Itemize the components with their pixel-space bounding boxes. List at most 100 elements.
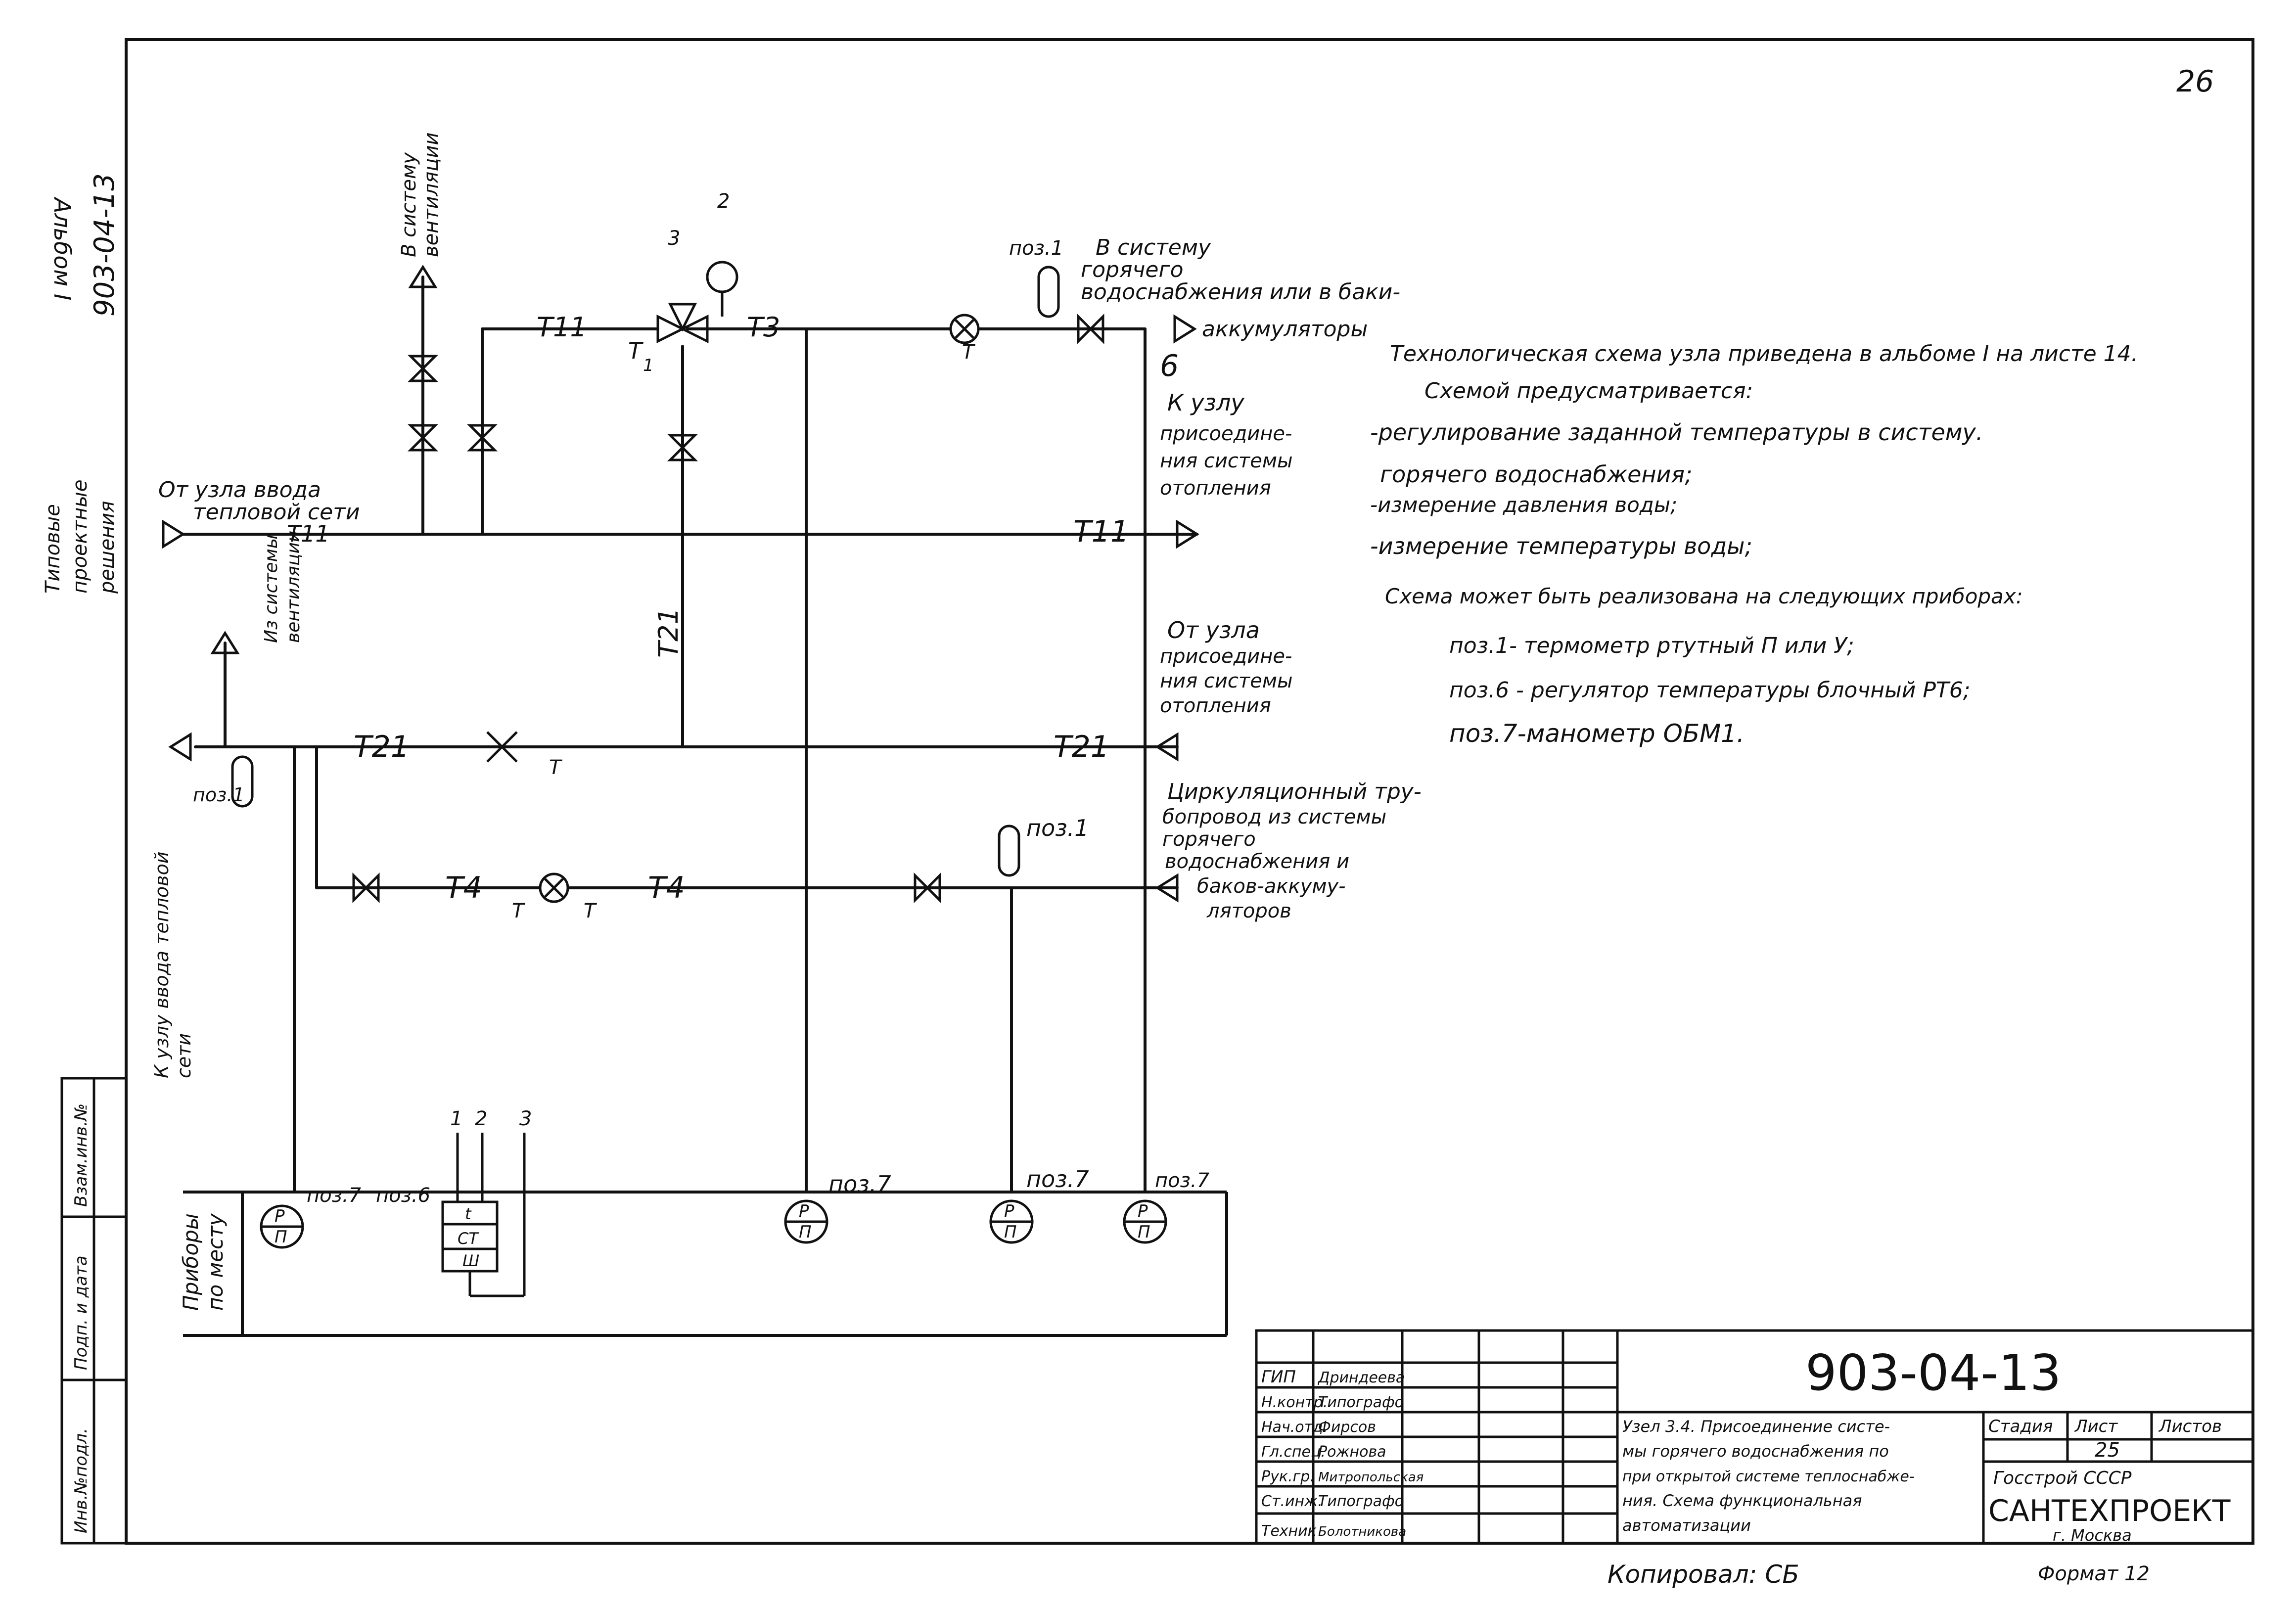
pipe-t-meter-2b: T [584, 900, 597, 922]
sheet-label: Лист [2074, 1417, 2118, 1436]
note-3: горячего водоснабжения; [1380, 461, 1693, 488]
note-8: поз.6 - регулятор температуры блочный РТ… [1449, 678, 1971, 703]
title-block [1255, 1329, 2254, 1545]
stamp-replace: Взам.инв.№ [71, 1103, 91, 1207]
side-subtitle-3: решения [96, 501, 119, 594]
pipe-t-sub-1-idx: 1 [643, 356, 654, 375]
side-subtitle-2: проектные [69, 480, 92, 594]
org-2: САНТЕХПРОЕКТ [1988, 1494, 2231, 1528]
pipe-t21-right: T21 [1054, 730, 1109, 764]
pipe-t21-vertical: T21 [653, 607, 684, 658]
desc-0: Узел 3.4. Присоединение систе- [1622, 1417, 1890, 1436]
gauge-3-top: P [1004, 1201, 1014, 1221]
label-to-heating-4: отопления [1160, 477, 1271, 500]
pipe-t11-right: T11 [1073, 514, 1129, 549]
panel-title-2: по месту [203, 1213, 228, 1311]
pressure-gauges [260, 1199, 1167, 1249]
label-n2-top: 2 [717, 190, 730, 213]
name-2: Фирсов [1318, 1419, 1376, 1436]
pipe-network [182, 275, 1198, 1194]
desc-2: при открытой системе теплоснабже- [1622, 1468, 1915, 1485]
reg-n2: 2 [475, 1107, 487, 1130]
gauge-3-bot: П [1004, 1222, 1017, 1242]
desc-3: ния. Схема функциональная [1622, 1491, 1862, 1510]
label-to-input-2: сети [173, 1033, 195, 1078]
side-project-code: 903-04-13 [89, 173, 121, 317]
note-5: -измерение температуры воды; [1370, 533, 1752, 559]
pipe-t11-top: T11 [537, 312, 587, 343]
panel-title-1: Приборы [179, 1213, 203, 1311]
label-to-heating-1: К узлу [1167, 389, 1244, 416]
label-hot-water-4: аккумуляторы [1202, 317, 1368, 342]
label-circ-2: бопровод из системы [1162, 806, 1386, 828]
label-from-heat-1: От узла ввода [158, 477, 321, 503]
label-to-input-1: К узлу ввода тепловой [151, 851, 173, 1078]
label-to-heating-2: присоедине- [1160, 422, 1292, 445]
role-1: Н.контр. [1261, 1394, 1328, 1411]
role-3: Гл.спец. [1261, 1443, 1326, 1461]
label-circ-4: водоснабжения и [1165, 850, 1349, 873]
temperature-regulator [441, 1133, 526, 1297]
note-7: поз.1- термометр ртутный П или У; [1449, 633, 1854, 658]
drawing-frame [125, 38, 2254, 1545]
panel-pos7-b: поз.7 [828, 1171, 891, 1197]
panel-pos7-c: поз.7 [1026, 1166, 1089, 1193]
gauge-4-bot: П [1138, 1222, 1150, 1242]
pipe-t21-left: T21 [354, 730, 410, 764]
thermometers [231, 261, 1060, 877]
pipe-t4-right: T4 [648, 871, 685, 905]
stage-label: Стадия [1988, 1417, 2053, 1436]
desc-4: автоматизации [1622, 1516, 1751, 1535]
sheet-value: 25 [2095, 1439, 2120, 1462]
label-to-heating-3: ния системы [1160, 450, 1293, 472]
label-from-heating-2: присоедине- [1160, 645, 1292, 668]
valves [352, 303, 1104, 904]
org-1: Госстрой СССР [1993, 1468, 2132, 1488]
reg-bot: Ш [462, 1251, 479, 1270]
page-number: 26 [2176, 64, 2214, 99]
label-from-vent-2: вентиляции [283, 531, 304, 643]
name-3: Рожнова [1318, 1443, 1386, 1461]
label-pos1-left: поз.1 [193, 784, 245, 806]
label-circ-6: ляторов [1206, 900, 1291, 922]
label-circ-1: Циркуляционный тру- [1167, 779, 1422, 804]
reg-n3: 3 [519, 1107, 532, 1130]
footer-format: Формат 12 [2038, 1562, 2150, 1585]
gauge-2-top: P [799, 1201, 809, 1221]
pipe-t-meter-2a: T [512, 900, 526, 922]
label-from-vent-1: Из системы [261, 535, 281, 643]
pipe-t-sub-1: T [628, 337, 644, 364]
album-label: Альбом I [49, 196, 76, 300]
footer-copied: Копировал: СБ [1607, 1560, 1799, 1589]
label-pos1-top: поз.1 [1009, 237, 1063, 260]
org-3: г. Москва [2053, 1526, 2132, 1545]
name-5: Типографо [1318, 1493, 1404, 1510]
gauge-4-top: P [1138, 1201, 1148, 1221]
panel-pos7-d: поз.7 [1155, 1169, 1210, 1192]
role-2: Нач.отд. [1261, 1419, 1328, 1436]
label-circ-5: баков-аккуму- [1197, 875, 1346, 898]
title-code: 903-04-13 [1805, 1344, 2062, 1402]
left-stamp [60, 1077, 128, 1545]
instrument-panel [183, 1191, 1228, 1337]
note-9: поз.7-манометр ОБМ1. [1449, 719, 1745, 748]
name-0: Дриндеева [1317, 1369, 1405, 1386]
label-pos1-mid: поз.1 [1026, 815, 1089, 841]
role-5: Ст.инж. [1261, 1493, 1323, 1510]
sheets-label: Листов [2158, 1417, 2222, 1436]
role-0: ГИП [1261, 1367, 1296, 1387]
note-2: -регулирование заданной температуры в си… [1370, 419, 1983, 446]
desc-1: мы горячего водоснабжения по [1622, 1442, 1889, 1461]
label-from-heat-2: тепловой сети [193, 500, 360, 525]
panel-pos7-a: поз.7 [307, 1184, 362, 1207]
gauge-2-bot: П [799, 1222, 812, 1242]
pipe-t11-left: T11 [287, 520, 330, 547]
label-circ-3: горячего [1162, 828, 1256, 851]
name-4: Митропольская [1318, 1470, 1424, 1485]
note-0: Технологическая схема узла приведена в а… [1390, 341, 2138, 367]
pipe-t3: T3 [747, 312, 780, 343]
flow-meters [539, 314, 980, 903]
name-6: Болотникова [1318, 1524, 1406, 1539]
label-hot-water-3: водоснабжения или в баки- [1081, 279, 1400, 305]
